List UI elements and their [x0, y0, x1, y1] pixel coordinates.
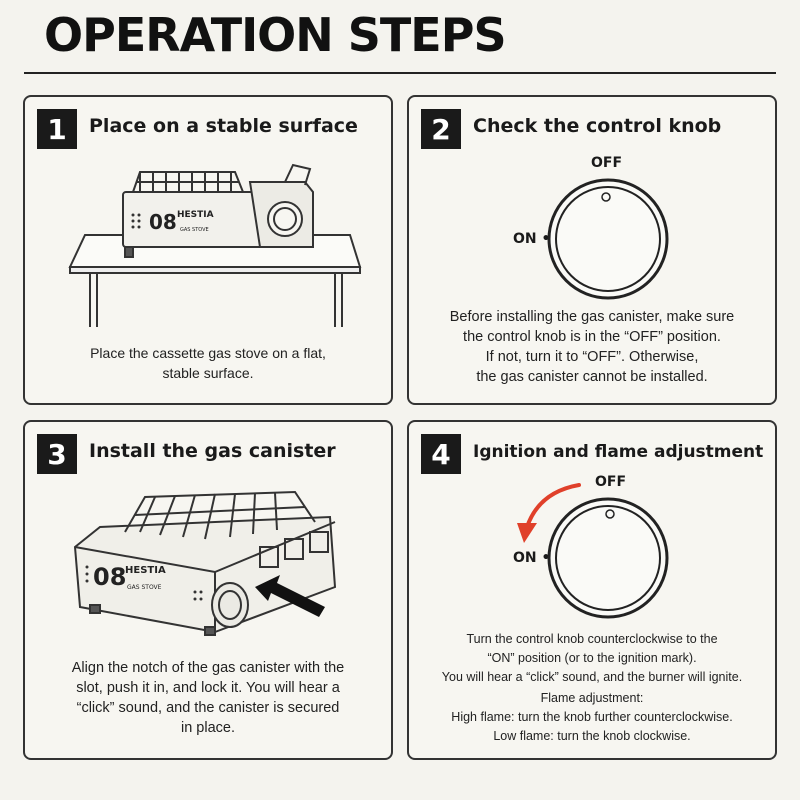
step-2-line: Before installing the gas canister, make… — [449, 309, 735, 325]
install-canister-illustration: 08 HESTIA GAS STOVE — [73, 490, 337, 636]
step-4-line: You will hear a “click” sound, and the b… — [441, 670, 743, 684]
ccw-rotation-arrow-icon — [517, 483, 581, 543]
stove-subtitle: GAS STOVE — [127, 584, 162, 591]
step-2-number: 2 — [421, 109, 461, 149]
step-4-number: 4 — [421, 434, 461, 474]
step-2-title: Check the control knob — [473, 115, 722, 137]
stove-brand: HESTIA — [177, 210, 214, 220]
step-1-title: Place on a stable surface — [89, 115, 358, 137]
gas-stove-icon — [73, 490, 337, 636]
stove-subtitle: GAS STOVE — [180, 227, 209, 233]
stove-model-number: 08 — [93, 563, 126, 591]
step-3-line: slot, push it in, and lock it. You will … — [76, 680, 340, 696]
step-4-title: Ignition and flame adjustment — [473, 442, 764, 462]
step-4-description: Turn the control knob counterclockwise t… — [419, 630, 765, 746]
control-knob-on-illustration — [547, 497, 669, 619]
stove-brand: HESTIA — [125, 565, 166, 576]
step-2-line: the gas canister cannot be installed. — [476, 369, 708, 385]
control-knob-off-illustration — [547, 178, 669, 300]
step-1-line: Place the cassette gas stove on a flat, — [90, 345, 326, 361]
step-3-panel: 3 Install the gas canister — [23, 420, 393, 760]
knob-on-label: ON • — [513, 550, 551, 566]
step-1-panel: 1 Place on a stable surface — [23, 95, 393, 405]
title-divider — [24, 72, 776, 74]
table-icon — [68, 234, 362, 327]
stove-model-number: 08 — [149, 210, 177, 234]
step-1-description: Place the cassette gas stove on a flat, … — [35, 343, 381, 383]
step-3-line: Align the notch of the gas canister with… — [71, 660, 345, 676]
step-2-panel: 2 Check the control knob OFF ON • Before… — [407, 95, 777, 405]
step-4-line: High flame: turn the knob further counte… — [451, 710, 733, 724]
step-3-line: “click” sound, and the canister is secur… — [76, 700, 340, 716]
step-4-panel: 4 Ignition and flame adjustment OFF ON •… — [407, 420, 777, 760]
step-3-number: 3 — [37, 434, 77, 474]
step-3-line: in place. — [180, 720, 235, 736]
step-3-title: Install the gas canister — [89, 440, 336, 462]
step-4-line: Turn the control knob counterclockwise t… — [466, 632, 718, 646]
step-4-line: Flame adjustment: — [540, 691, 644, 705]
step-3-description: Align the notch of the gas canister with… — [35, 658, 381, 738]
step-1-line: stable surface. — [162, 365, 254, 381]
step-4-line: “ON” position (or to the ignition mark). — [487, 651, 697, 665]
step-2-line: If not, turn it to “OFF”. Otherwise, — [485, 349, 699, 365]
insert-arrow-icon — [255, 575, 325, 617]
page-title: OPERATION STEPS — [44, 8, 507, 62]
step-4-line: Low flame: turn the knob clockwise. — [493, 729, 691, 743]
knob-off-label: OFF — [595, 474, 627, 490]
step-2-description: Before installing the gas canister, make… — [419, 307, 765, 387]
knob-off-label: OFF — [591, 155, 623, 171]
stove-on-table-illustration: 08 HESTIA GAS STOVE — [68, 163, 362, 327]
step-2-line: the control knob is in the “OFF” positio… — [463, 329, 721, 345]
gas-stove-icon — [122, 163, 314, 258]
knob-on-label: ON • — [513, 231, 551, 247]
step-1-number: 1 — [37, 109, 77, 149]
